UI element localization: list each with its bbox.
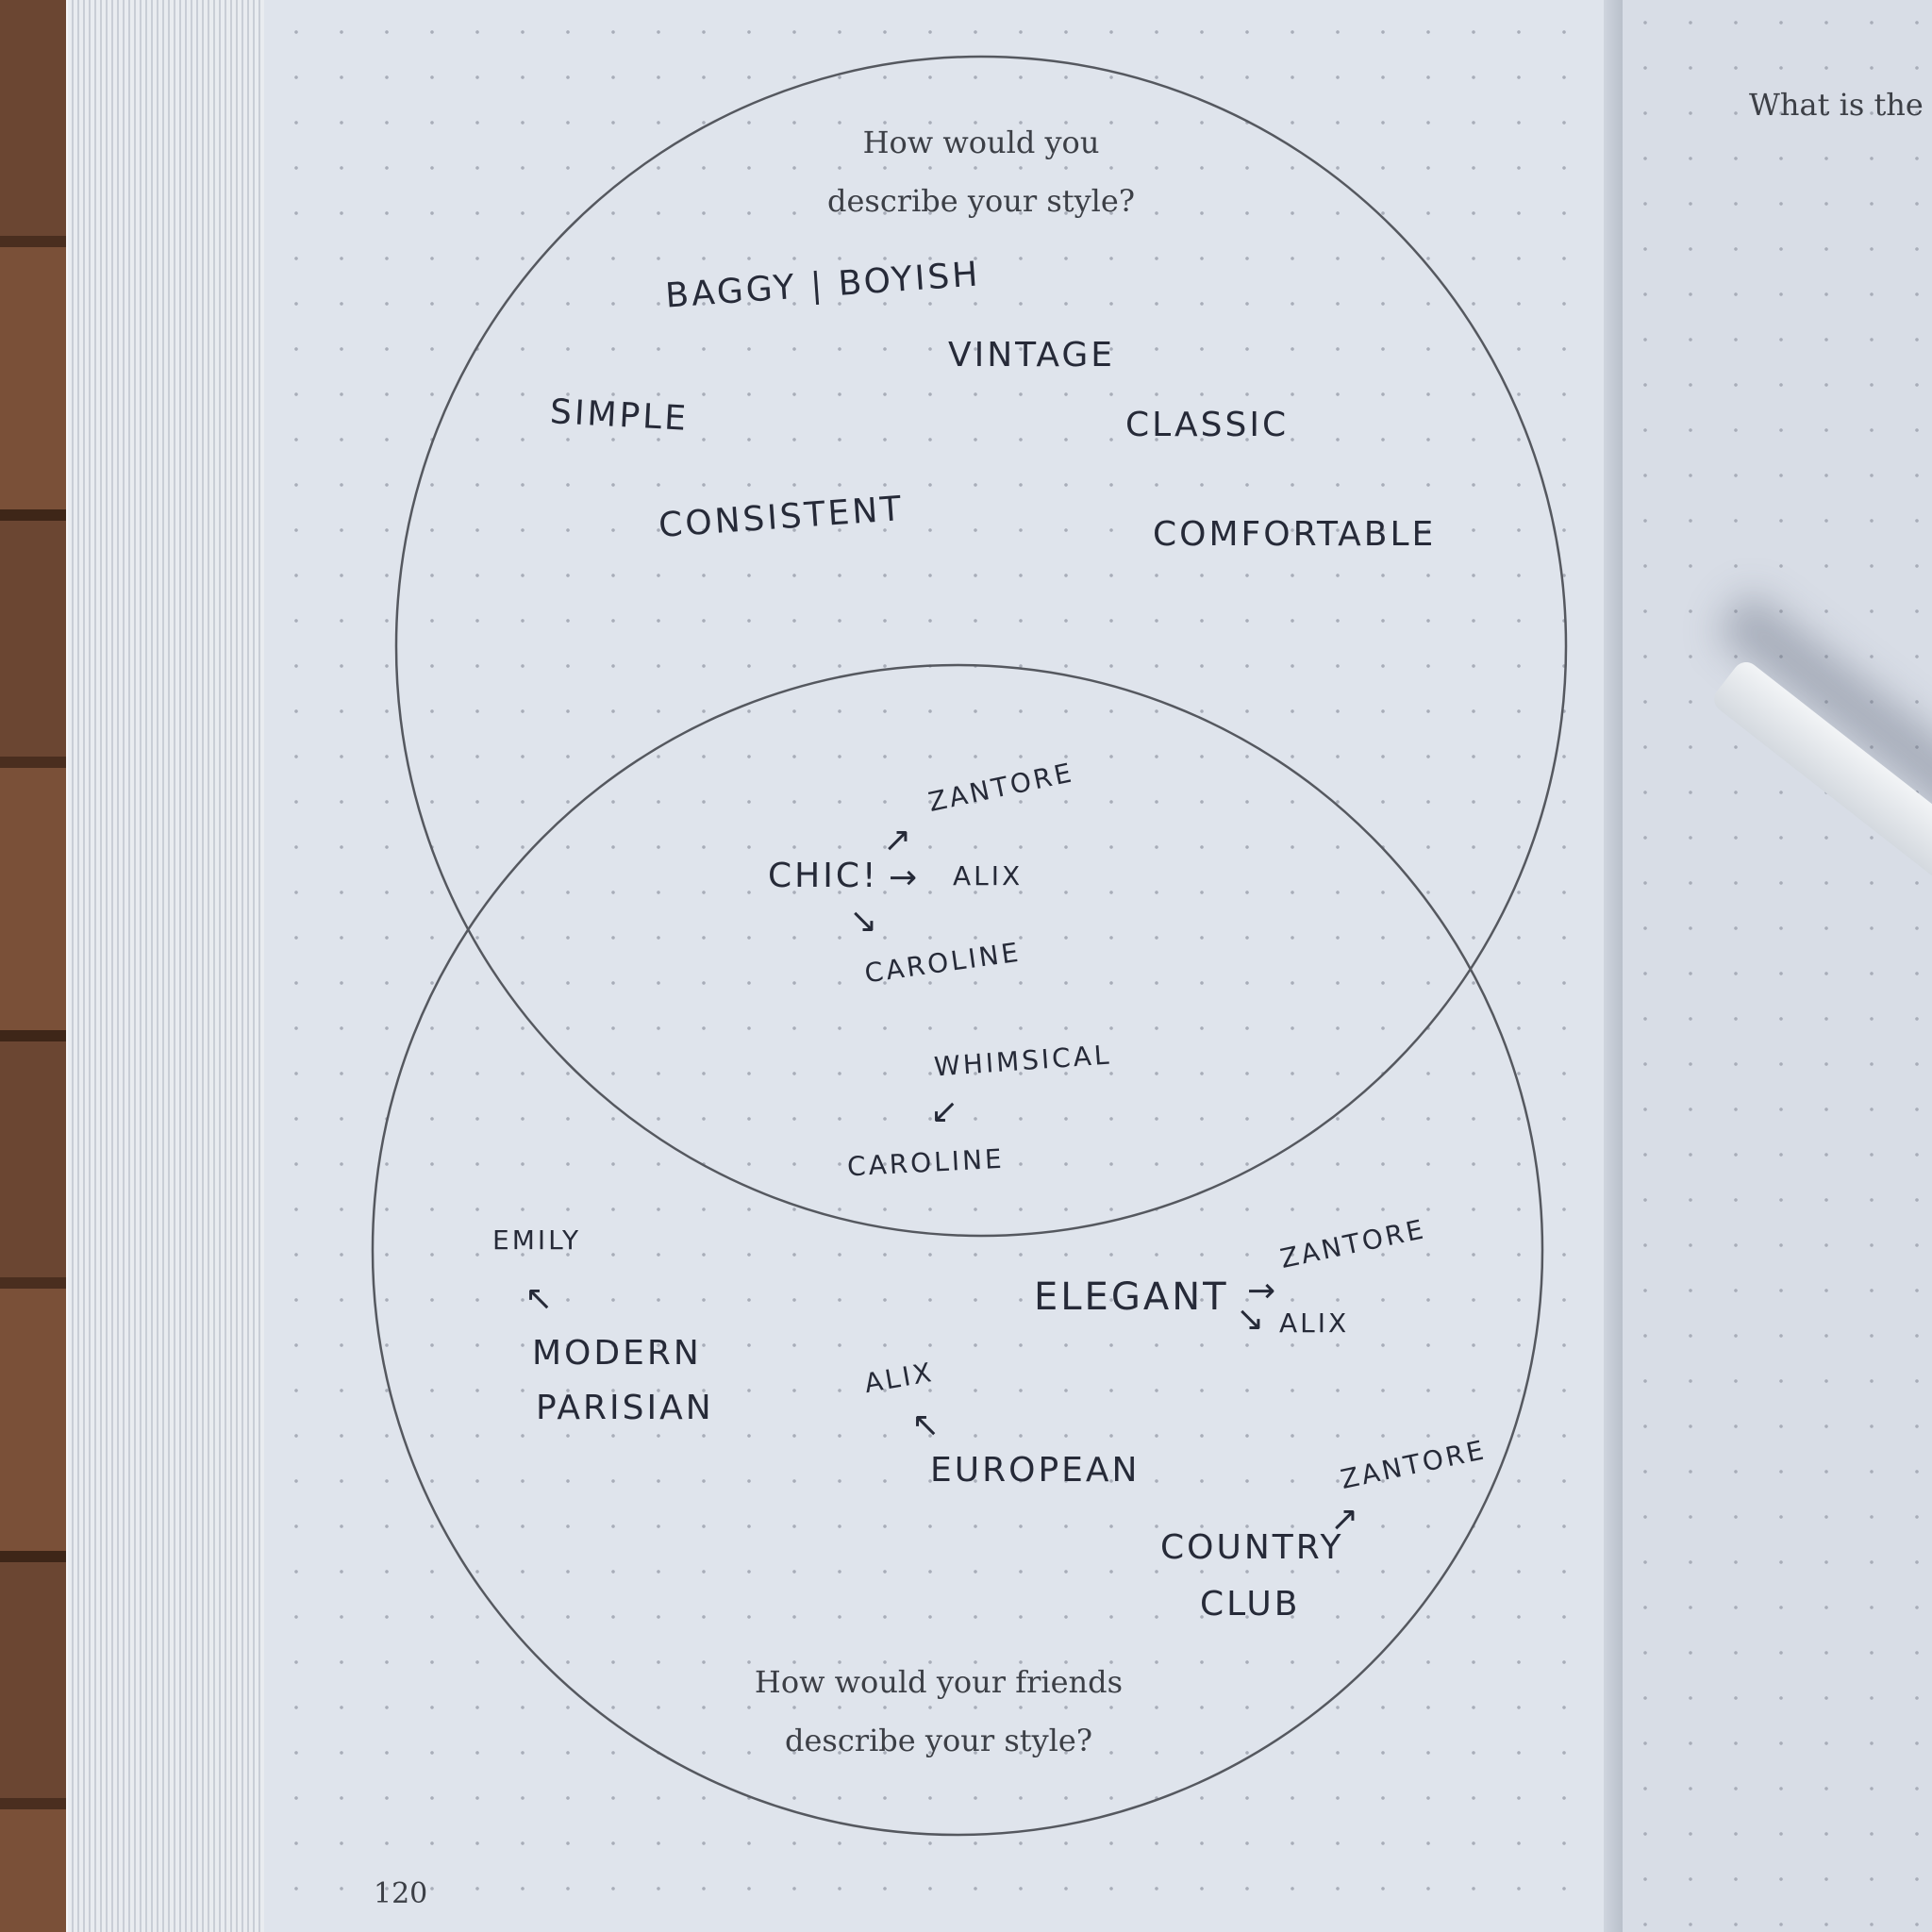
word-chic: CHIC! xyxy=(768,857,879,895)
bottom-prompt-line2: describe your style? xyxy=(785,1723,1092,1758)
top-prompt-line2: describe your style? xyxy=(827,183,1135,219)
arrow-down-right-icon-2: ↘ xyxy=(1236,1300,1265,1339)
bottom-prompt: How would your friends describe your sty… xyxy=(736,1653,1141,1770)
elegant-alix: ALIX xyxy=(1279,1307,1350,1339)
word-country: COUNTRY xyxy=(1160,1528,1344,1567)
top-prompt: How would you describe your style? xyxy=(792,113,1170,230)
word-comfortable: COMFORTABLE xyxy=(1153,515,1437,554)
word-classic: CLASSIC xyxy=(1125,406,1290,444)
right-page-heading: What is the xyxy=(1749,87,1924,123)
arrow-down-left-icon: ↙ xyxy=(930,1092,959,1131)
arrow-up-right-icon: ↗ xyxy=(883,821,912,859)
arrow-up-left-icon: ↖ xyxy=(525,1279,554,1318)
word-elegant: ELEGANT xyxy=(1034,1275,1229,1319)
page-number: 120 xyxy=(374,1877,428,1910)
arrow-up-left-icon-2: ↖ xyxy=(911,1406,941,1444)
word-simple: SIMPLE xyxy=(549,392,691,439)
arrow-right-icon-2: → xyxy=(1247,1272,1276,1310)
word-european: EUROPEAN xyxy=(930,1451,1141,1490)
bottom-prompt-line1: How would your friends xyxy=(754,1664,1124,1700)
top-prompt-line1: How would you xyxy=(862,125,1100,160)
chic-alix: ALIX xyxy=(953,860,1024,891)
word-vintage: VINTAGE xyxy=(948,336,1116,375)
arrow-down-right-icon: ↘ xyxy=(849,902,878,941)
arrow-right-icon: → xyxy=(889,858,918,897)
modern-parisian-emily: EMILY xyxy=(492,1224,582,1256)
venn-circle-self xyxy=(394,55,1568,1238)
word-modern: MODERN xyxy=(532,1334,702,1373)
word-club: CLUB xyxy=(1200,1585,1301,1624)
book-page-edges xyxy=(66,0,285,1932)
arrow-up-right-icon-2: ↗ xyxy=(1330,1500,1359,1539)
word-parisian: PARISIAN xyxy=(536,1389,714,1427)
venn-circle-friends xyxy=(371,663,1544,1837)
right-page: What is the xyxy=(1623,0,1932,1932)
